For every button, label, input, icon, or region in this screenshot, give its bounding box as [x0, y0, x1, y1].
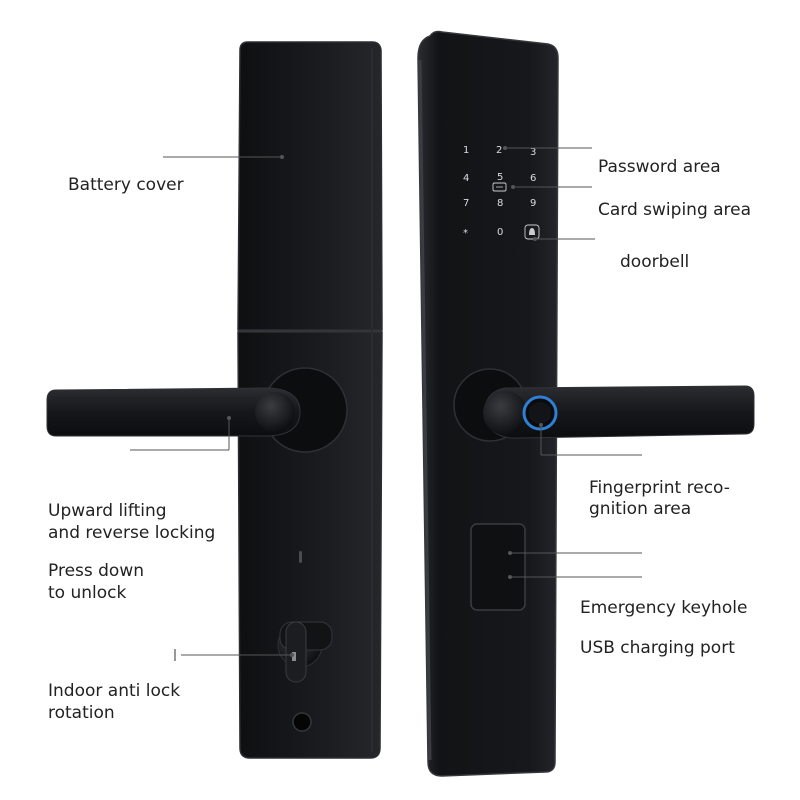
- keypad-key-8[interactable]: 8: [497, 198, 503, 209]
- keypad-key-1[interactable]: 1: [463, 145, 469, 156]
- anti-lock-rotation-knob[interactable]: [277, 621, 333, 683]
- fingerprint-label-line1: Fingerprint reco-: [589, 478, 730, 498]
- password-area-label: Password area: [598, 157, 721, 177]
- keypad-key-3[interactable]: 3: [530, 147, 536, 158]
- keypad-key-7[interactable]: 7: [463, 198, 469, 209]
- password-keypad[interactable]: 1 2 3 4 5 6 7 8 9 * 0: [463, 145, 540, 240]
- keypad-key-star[interactable]: *: [463, 228, 468, 239]
- outdoor-lock-panel: 1 2 3 4 5 6 7 8 9 * 0: [417, 30, 755, 777]
- keypad-key-2[interactable]: 2: [496, 145, 502, 156]
- fingerprint-label-line2: gnition area: [589, 499, 692, 519]
- battery-cover-label: Battery cover: [68, 175, 184, 195]
- fingerprint-sensor[interactable]: [522, 395, 558, 431]
- card-reader-icon: [492, 182, 507, 192]
- emergency-keyhole-label: Emergency keyhole: [580, 598, 748, 618]
- indoor-lock-panel: [46, 41, 383, 759]
- doorbell-label: doorbell: [620, 252, 690, 272]
- callout-lines: [130, 146, 642, 661]
- indoor-anti-lock-label-line1: Indoor anti lock: [48, 681, 181, 701]
- upward-lifting-label-line2: and reverse locking: [48, 523, 216, 543]
- indoor-indicator-slot: [299, 551, 302, 563]
- usb-charging-port-label: USB charging port: [580, 638, 735, 658]
- press-down-label-line1: Press down: [48, 561, 145, 581]
- keypad-key-5[interactable]: 5: [497, 172, 503, 183]
- card-swiping-area-label: Card swiping area: [598, 200, 752, 220]
- keypad-key-0[interactable]: 0: [497, 227, 503, 238]
- indoor-bottom-hole: [292, 712, 312, 732]
- keypad-key-4[interactable]: 4: [463, 173, 469, 184]
- upward-lifting-label-line1: Upward lifting: [48, 501, 167, 521]
- keypad-key-6[interactable]: 6: [530, 173, 536, 184]
- indoor-handle[interactable]: [46, 387, 301, 437]
- bell-icon[interactable]: [524, 224, 540, 240]
- emergency-keyhole-cover[interactable]: [470, 523, 526, 611]
- battery-cover-panel: [237, 41, 383, 331]
- indoor-anti-lock-label-line2: rotation: [48, 703, 115, 723]
- press-down-label-line2: to unlock: [48, 583, 127, 603]
- keypad-key-9[interactable]: 9: [530, 198, 536, 209]
